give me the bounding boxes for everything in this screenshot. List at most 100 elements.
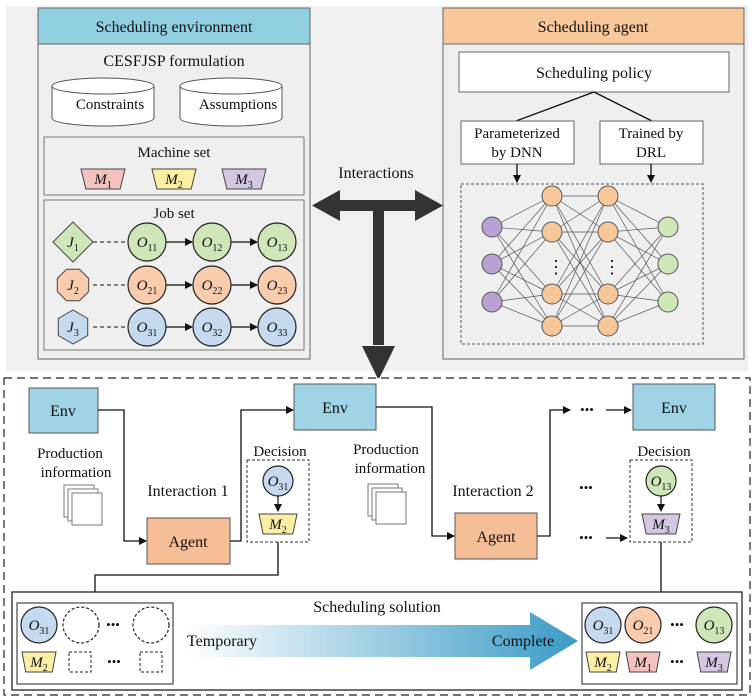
nn-edge (551, 293, 609, 327)
scheduling-policy-label: Scheduling policy (536, 65, 652, 82)
job-shape-octagon (56, 268, 90, 302)
hidden-layer-ellipsis-2: ⋮ (603, 257, 621, 277)
nn-node (541, 283, 563, 305)
agent-title: Scheduling agent (538, 19, 649, 36)
temporary-dots-top: ••• (106, 617, 120, 632)
nn-edge (607, 263, 669, 295)
gradient-arrow-icon (185, 612, 578, 670)
complete-operation-label-2: O21 (633, 618, 654, 637)
assumptions-label: Assumptions (199, 97, 278, 113)
nn-node (541, 315, 563, 337)
empty-operation-slot (62, 606, 100, 644)
complete-operation-node-2 (624, 606, 662, 644)
agent-label-1: Agent (168, 534, 208, 551)
nn-edge (491, 226, 553, 327)
nn-edge (491, 226, 553, 295)
machine-shape-1 (80, 168, 126, 190)
operation-node (257, 265, 297, 305)
nn-edge (491, 195, 553, 303)
nn-edge (607, 226, 669, 327)
nn-node (657, 216, 679, 238)
operation-label-12: O12 (202, 235, 223, 254)
nn-edge (551, 195, 609, 327)
complete-dots-bottom: ••• (670, 654, 684, 669)
complete-machine-shape-2 (625, 651, 661, 673)
constraints-database-icon (51, 77, 155, 127)
parameterized-line1: Parameterized (474, 126, 560, 142)
nn-edge (551, 195, 609, 233)
agent-label-2: Agent (476, 529, 516, 546)
hidden-layer-ellipsis-1: ⋮ (547, 257, 565, 277)
nn-edge (607, 231, 669, 265)
process-panel: Env Env Env Agent Agent ••• ••• ••• Prod… (3, 377, 751, 696)
temporary-label: Temporary (187, 633, 257, 650)
nn-edge (607, 195, 669, 303)
temporary-machine-label: M2 (29, 655, 48, 674)
constraints-label: Constraints (76, 97, 144, 113)
machine-label-3: M3 (234, 172, 253, 191)
nn-edge (551, 231, 609, 327)
down-arrowhead-icon (362, 346, 395, 380)
job-shape-diamond (52, 221, 94, 263)
parameterized-box (460, 120, 575, 165)
operation-label-11: O11 (137, 235, 157, 254)
env-box-2 (293, 383, 377, 431)
process-dots-3: ••• (579, 530, 593, 545)
nn-node (541, 185, 563, 207)
scheduling-solution-title: Scheduling solution (313, 599, 441, 616)
temporary-dots-bottom: ••• (107, 654, 121, 669)
temporary-machine-shape (21, 651, 57, 673)
operation-label-32: O32 (202, 320, 223, 339)
operation-label-31: O31 (137, 320, 158, 339)
temporary-solution-content: O31•••M2••• (20, 606, 170, 674)
nn-edge (607, 231, 669, 303)
complete-machine-shape-1 (585, 651, 621, 673)
trained-line1: Trained by (619, 126, 684, 142)
nn-edge (491, 263, 553, 327)
agent-box-1 (146, 517, 231, 565)
job-label-1: J1 (67, 235, 79, 254)
production-info-2-line2: information (355, 461, 426, 477)
complete-machine-label-2: M1 (633, 655, 652, 674)
nn-node (541, 221, 563, 243)
operation-node (257, 222, 297, 262)
document-stack-icon-1 (63, 484, 103, 526)
temporary-operation-node (20, 606, 58, 644)
complete-operation-node-1 (584, 606, 622, 644)
decision-machine-shape (258, 513, 298, 535)
nn-edge (607, 301, 669, 327)
nn-node (597, 221, 619, 243)
interactions-label: Interactions (338, 165, 414, 182)
env-box-3 (632, 383, 716, 431)
machine-set-label: Machine set (138, 145, 212, 161)
scheduling-agent-panel: Scheduling agent Scheduling policy Param… (442, 7, 745, 360)
nn-node (481, 216, 503, 238)
job-label-2: J2 (67, 278, 79, 297)
decision-machine-label: M3 (651, 517, 670, 536)
interaction-1-label: Interaction 1 (147, 483, 228, 500)
nn-node (597, 283, 619, 305)
nn-edge (491, 195, 553, 228)
machine-shape-3 (221, 168, 267, 190)
nn-edge (491, 231, 553, 265)
nn-edge (551, 195, 609, 295)
neural-network (481, 185, 679, 337)
nn-node (481, 253, 503, 275)
environment-title: Scheduling environment (96, 19, 253, 36)
right-arrowhead-icon (415, 190, 443, 221)
operation-label-23: O23 (267, 278, 288, 297)
decision-operation-label: O31 (268, 474, 289, 493)
nn-node (597, 185, 619, 207)
nn-node (597, 315, 619, 337)
agent-box-2 (454, 512, 538, 560)
nn-node (657, 253, 679, 275)
empty-machine-slot (68, 651, 92, 673)
operation-label-22: O22 (202, 278, 223, 297)
production-info-1-line2: information (41, 465, 112, 481)
nn-edge (607, 195, 669, 265)
production-info-2-line1: Production (353, 442, 419, 458)
